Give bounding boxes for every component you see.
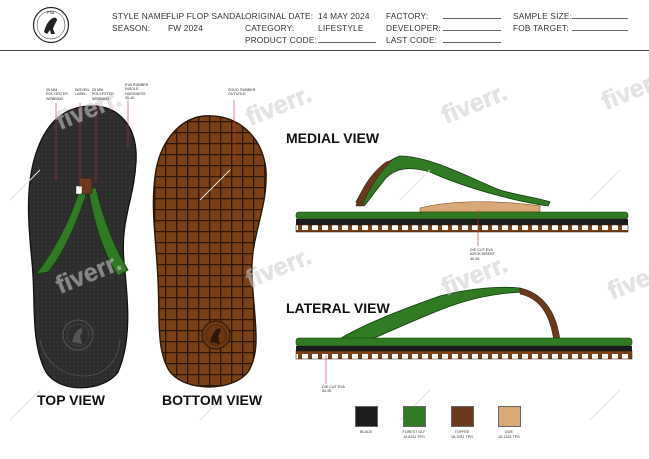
- top-view-strap-left: [35, 187, 89, 275]
- lateral-view-top-sole: [295, 337, 633, 347]
- swatch-doe: [498, 406, 521, 427]
- developer-label: DEVELOPER:: [386, 23, 442, 33]
- bottom-view-drawing: [152, 115, 267, 388]
- watermark-slashes: [9, 169, 621, 421]
- callout-woven-label: WOVEN LABEL: [75, 88, 89, 97]
- medial-view-arch-insert: [419, 201, 541, 213]
- factory-line: [443, 18, 501, 19]
- lateral-view-drawing: [295, 286, 633, 360]
- medial-view-midsole: [296, 219, 628, 225]
- swatch-black-name: BLACK: [359, 430, 373, 434]
- swatch-forest-name: FOREST GLF: [402, 430, 426, 434]
- watermark: fiverr.: [438, 78, 512, 129]
- lateral-view-outsole: [295, 350, 633, 360]
- style-name-value: FLIP FLOP SANDAL: [166, 11, 246, 21]
- swatch-black: [355, 406, 378, 427]
- medial-view-title: MEDIAL VIEW: [286, 130, 380, 146]
- factory-label: FACTORY:: [386, 11, 429, 21]
- medial-view-top-sole: [295, 211, 629, 220]
- swatch-doe-code: 16-1333 TPG: [497, 435, 521, 439]
- sample-size-line: [572, 18, 628, 19]
- header-divider: [0, 50, 649, 51]
- swatch-doe-name: DOE: [505, 430, 513, 434]
- last-code-line: [443, 42, 501, 43]
- top-view-woven-label: [75, 185, 83, 195]
- callout-eva-insole: EVA RUBBER INSOLE HARDNESS 35-40: [125, 83, 149, 101]
- lateral-view-midsole: [296, 346, 632, 351]
- original-date-label: ORIGINAL DATE:: [245, 11, 314, 21]
- last-code-label: LAST CODE:: [386, 35, 438, 45]
- sample-size-label: SAMPLE SIZE:: [513, 11, 573, 21]
- swatch-forest-code: 19-6211 TPG: [403, 435, 425, 439]
- original-date-value: 14 MAY 2024: [318, 11, 370, 21]
- top-view-strap-right: [87, 187, 129, 277]
- callout-midsole: DIE CUT EVA 50-55: [322, 385, 345, 394]
- top-view-heel-cup: [39, 339, 121, 377]
- lateral-view-toe-post: [519, 287, 561, 343]
- callout-webbing: 25 MM POLYESTER WEBBING: [46, 88, 68, 101]
- season-label: SEASON:: [112, 23, 151, 33]
- bottom-view-title: BOTTOM VIEW: [162, 392, 263, 408]
- swatch-toffee-code: 18-1031 TPG: [450, 435, 474, 439]
- swatch-toffee: [451, 406, 474, 427]
- top-view-drawing: [27, 105, 137, 389]
- top-view-emboss-logo: [62, 319, 94, 351]
- category-value: LIFESTYLE: [318, 23, 364, 33]
- fob-target-label: FOB TARGET:: [513, 23, 569, 33]
- medial-view-outsole: [295, 224, 629, 233]
- fob-target-line: [572, 30, 628, 31]
- swatch-forest: [403, 406, 426, 427]
- medial-view-drawing: [295, 155, 629, 233]
- product-code-label: PRODUCT CODE:: [245, 35, 318, 45]
- style-name-label: STYLE NAME:: [112, 11, 170, 21]
- callout-poly-webbing: 25 MM POLYESTER WEBBING: [92, 88, 114, 101]
- bottom-view-outsole: [152, 115, 267, 388]
- callout-solid-rubber: SOLID RUBBER OUTSOLE: [228, 88, 256, 97]
- top-view-sole: [27, 105, 137, 389]
- brand-logo-text: PTAL: [47, 11, 56, 15]
- swatch-toffee-name: TOFFEE: [454, 430, 470, 434]
- medial-view-strap: [355, 155, 551, 207]
- brand-logo: PTAL: [32, 6, 70, 44]
- product-code-line: [318, 42, 376, 43]
- developer-line: [443, 30, 501, 31]
- top-view-title: TOP VIEW: [37, 392, 105, 408]
- callout-arch-insert: DIE CUT EVA ARCH INSERT 40-45: [470, 248, 495, 261]
- medial-view-toe-post: [355, 159, 393, 207]
- lateral-view-title: LATERAL VIEW: [286, 300, 390, 316]
- callout-leaders: [55, 100, 479, 384]
- season-value: FW 2024: [168, 23, 204, 33]
- category-label: CATEGORY:: [245, 23, 295, 33]
- watermark: fiverr.: [604, 254, 649, 305]
- watermark: fiverr.: [598, 64, 649, 115]
